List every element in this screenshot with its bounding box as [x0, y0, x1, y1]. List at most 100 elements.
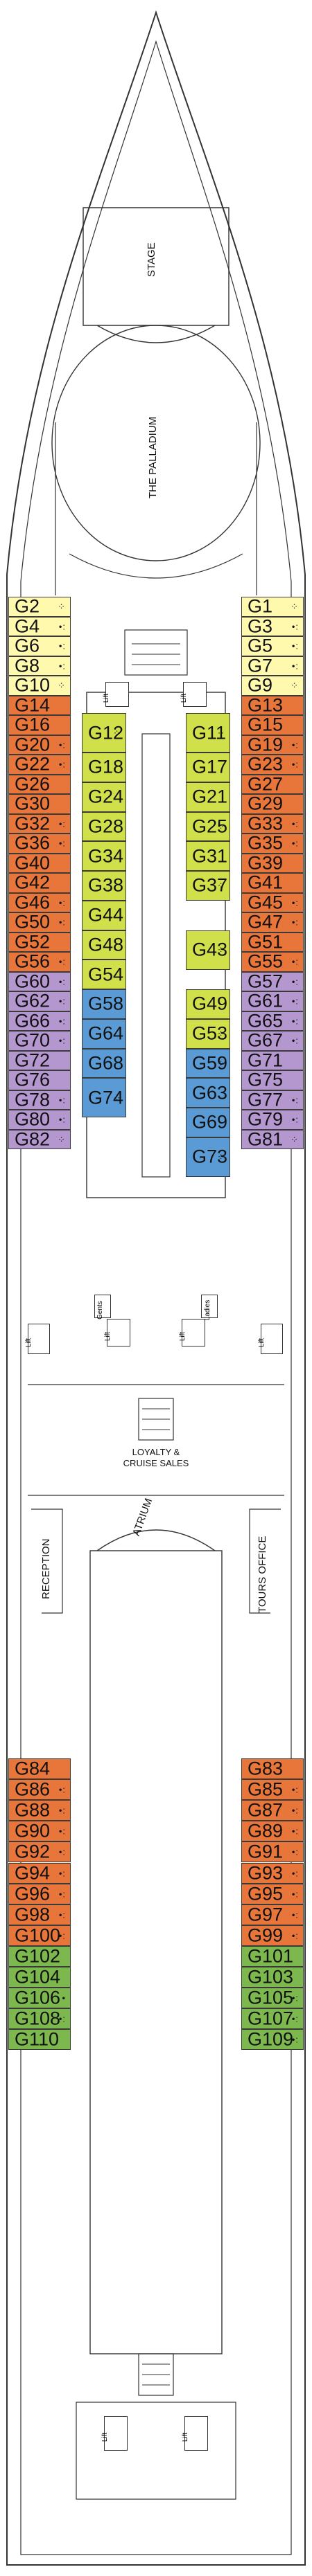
cabin-g44[interactable]: G44 — [82, 900, 126, 930]
cabin-g93[interactable]: G93•: — [241, 1862, 304, 1884]
cabin-g47[interactable]: G47•: — [241, 912, 304, 933]
cabin-g65[interactable]: G65•: — [241, 1011, 304, 1031]
cabin-g15[interactable]: G15 — [241, 715, 304, 735]
cabin-g50[interactable]: G50•: — [8, 912, 71, 933]
cabin-g16[interactable]: G16 — [8, 715, 71, 735]
cabin-g73[interactable]: G73⁘ — [186, 1137, 230, 1177]
cabin-g54[interactable]: G54 — [82, 960, 126, 989]
cabin-g94[interactable]: G94•: — [8, 1862, 71, 1884]
cabin-g78[interactable]: G78•: — [8, 1090, 71, 1110]
cabin-g63[interactable]: G63 — [186, 1078, 230, 1108]
cabin-g91[interactable]: G91•: — [241, 1841, 304, 1863]
cabin-g68[interactable]: G68 — [82, 1048, 126, 1079]
cabin-g2[interactable]: G2⁘ — [8, 597, 71, 617]
cabin-g14[interactable]: G14 — [8, 695, 71, 715]
cabin-g10[interactable]: G10⁘ — [8, 676, 71, 696]
cabin-g84[interactable]: G84 — [8, 1758, 71, 1780]
cabin-g52[interactable]: G52 — [8, 932, 71, 952]
cabin-g95[interactable]: G95•: — [241, 1883, 304, 1904]
cabin-g4[interactable]: G4•: — [8, 616, 71, 636]
cabin-g9[interactable]: G9⁘ — [241, 676, 304, 696]
cabin-g56[interactable]: G56•: — [8, 952, 71, 972]
cabin-g64[interactable]: G64 — [82, 1018, 126, 1049]
cabin-g77[interactable]: G77•: — [241, 1090, 304, 1110]
cabin-g21[interactable]: G21 — [186, 782, 230, 812]
cabin-g11[interactable]: G11⁘ — [186, 713, 230, 753]
cabin-g81[interactable]: G81⁘ — [241, 1129, 304, 1149]
cabin-g45[interactable]: G45•: — [241, 892, 304, 912]
cabin-g67[interactable]: G67•: — [241, 1031, 304, 1051]
cabin-g57[interactable]: G57•: — [241, 971, 304, 991]
cabin-g92[interactable]: G92•: — [8, 1841, 71, 1863]
cabin-g85[interactable]: G85•: — [241, 1779, 304, 1801]
cabin-g97[interactable]: G97•: — [241, 1904, 304, 1925]
cabin-g70[interactable]: G70•: — [8, 1031, 71, 1051]
cabin-g55[interactable]: G55•: — [241, 952, 304, 972]
cabin-g80[interactable]: G80•: — [8, 1110, 71, 1130]
cabin-g39[interactable]: G39 — [241, 853, 304, 873]
cabin-g87[interactable]: G87•: — [241, 1800, 304, 1821]
cabin-g49[interactable]: G49 — [186, 989, 230, 1019]
cabin-g13[interactable]: G13 — [241, 695, 304, 715]
cabin-g29[interactable]: G29 — [241, 794, 304, 814]
cabin-g51[interactable]: G51 — [241, 932, 304, 952]
cabin-g27[interactable]: G27 — [241, 774, 304, 794]
cabin-g18[interactable]: G18 — [82, 753, 126, 782]
cabin-g100[interactable]: G100•: — [8, 1925, 71, 1946]
cabin-g33[interactable]: G33•: — [241, 813, 304, 834]
cabin-g32[interactable]: G32•: — [8, 813, 71, 834]
cabin-g75[interactable]: G75 — [241, 1070, 304, 1090]
cabin-g58[interactable]: G58 — [82, 989, 126, 1019]
cabin-g83[interactable]: G83 — [241, 1758, 304, 1780]
cabin-g1[interactable]: G1⁘ — [241, 597, 304, 617]
cabin-g17[interactable]: G17 — [186, 753, 230, 782]
cabin-g61[interactable]: G61•: — [241, 991, 304, 1011]
cabin-g76[interactable]: G76 — [8, 1070, 71, 1090]
cabin-g74[interactable]: G74⁘ — [82, 1078, 126, 1118]
cabin-g101[interactable]: G101 — [241, 1945, 304, 1967]
cabin-g31[interactable]: G31 — [186, 841, 230, 871]
cabin-g38[interactable]: G38 — [82, 871, 126, 901]
cabin-g28[interactable]: G28 — [82, 811, 126, 842]
cabin-g69[interactable]: G69 — [186, 1108, 230, 1137]
cabin-g6[interactable]: G6•: — [8, 636, 71, 656]
cabin-g99[interactable]: G99•: — [241, 1925, 304, 1946]
cabin-g110[interactable]: G110 — [8, 2029, 71, 2051]
cabin-g23[interactable]: G23•: — [241, 755, 304, 775]
cabin-g7[interactable]: G7•: — [241, 656, 304, 676]
cabin-g35[interactable]: G35•: — [241, 834, 304, 854]
cabin-g19[interactable]: G19•: — [241, 735, 304, 755]
cabin-g105[interactable]: G105•: — [241, 1988, 304, 2009]
cabin-g104[interactable]: G104 — [8, 1967, 71, 1988]
cabin-g40[interactable]: G40 — [8, 853, 71, 873]
cabin-g72[interactable]: G72 — [8, 1050, 71, 1070]
cabin-g62[interactable]: G62•: — [8, 991, 71, 1011]
cabin-g90[interactable]: G90•: — [8, 1821, 71, 1842]
cabin-g5[interactable]: G5•: — [241, 636, 304, 656]
cabin-g24[interactable]: G24 — [82, 782, 126, 812]
cabin-g22[interactable]: G22•: — [8, 755, 71, 775]
cabin-g66[interactable]: G66•: — [8, 1011, 71, 1031]
cabin-g37[interactable]: G37⁘ — [186, 871, 230, 901]
cabin-g20[interactable]: G20•: — [8, 735, 71, 755]
cabin-g86[interactable]: G86•: — [8, 1779, 71, 1801]
cabin-g96[interactable]: G96•: — [8, 1883, 71, 1904]
cabin-g89[interactable]: G89•: — [241, 1821, 304, 1842]
cabin-g30[interactable]: G30 — [8, 794, 71, 814]
cabin-g82[interactable]: G82⁘ — [8, 1129, 71, 1149]
cabin-g103[interactable]: G103 — [241, 1967, 304, 1988]
cabin-g48[interactable]: G48 — [82, 930, 126, 960]
cabin-g46[interactable]: G46•: — [8, 892, 71, 912]
cabin-g71[interactable]: G71 — [241, 1050, 304, 1070]
cabin-g8[interactable]: G8•: — [8, 656, 71, 676]
cabin-g25[interactable]: G25⁘ — [186, 811, 230, 842]
cabin-g79[interactable]: G79•: — [241, 1110, 304, 1130]
cabin-g53[interactable]: G53⁘ — [186, 1018, 230, 1049]
cabin-g98[interactable]: G98•: — [8, 1904, 71, 1925]
cabin-g109[interactable]: G109•: — [241, 2029, 304, 2051]
cabin-g107[interactable]: G107•: — [241, 2008, 304, 2030]
cabin-g43[interactable]: G43⁘ — [186, 930, 230, 970]
cabin-g12[interactable]: G12⁘ — [82, 713, 126, 753]
cabin-g36[interactable]: G36•: — [8, 834, 71, 854]
cabin-g26[interactable]: G26 — [8, 774, 71, 794]
